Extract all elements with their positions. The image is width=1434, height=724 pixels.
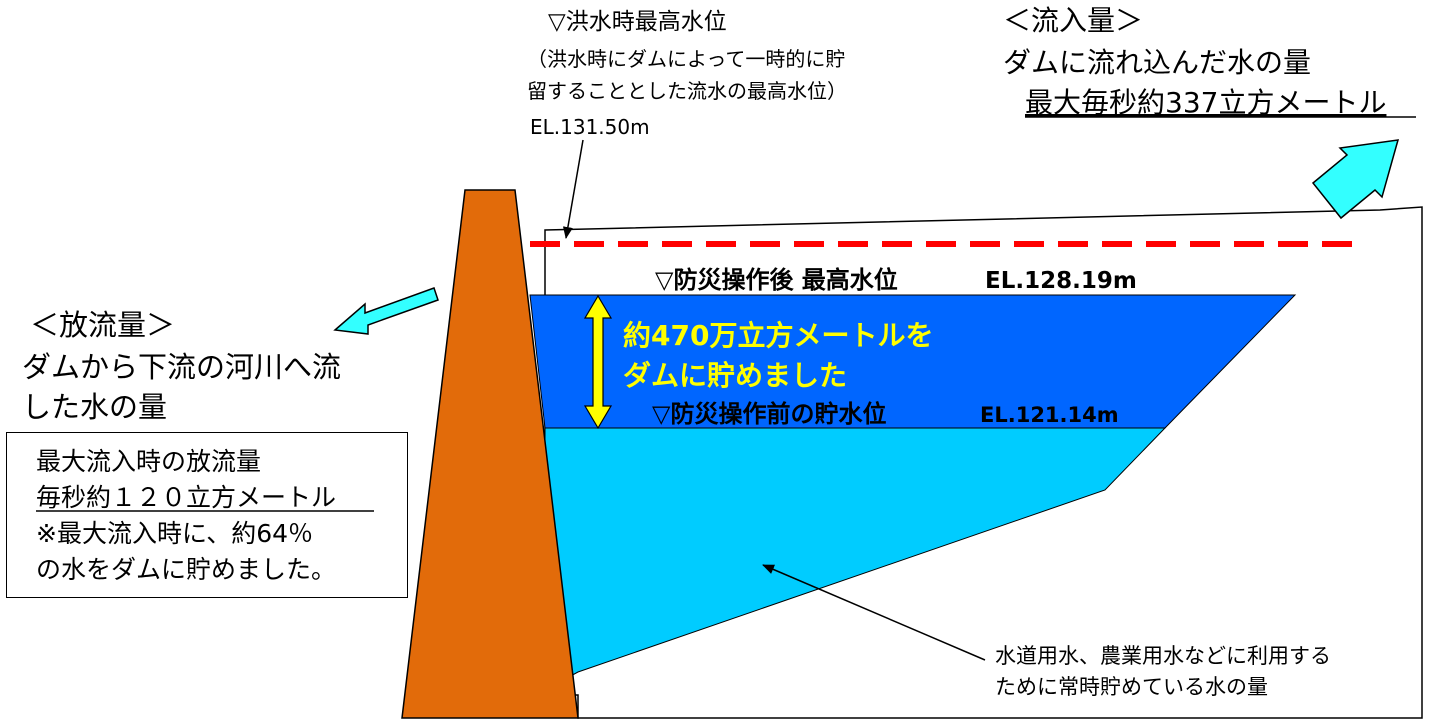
flood-max-level-elevation: EL.131.50m (530, 115, 650, 139)
flood-storage-water (529, 294, 1297, 429)
after-level-label: ▽防災操作後 最高水位 (655, 266, 898, 294)
before-level-label: ▽防災操作前の貯水位 (652, 400, 886, 428)
storage-double-arrow-icon (583, 294, 613, 430)
outflow-description-2: した水の量 (22, 390, 167, 424)
inflow-max-value: 最大毎秒約337立方メートル (1025, 86, 1386, 119)
before-level-elevation: EL.121.14m (980, 403, 1119, 427)
normal-storage-note-2: ために常時貯めている水の量 (995, 675, 1268, 699)
outflow-box-line-1: 最大流入時の放流量 (36, 447, 261, 476)
normal-storage-note-1: 水道用水、農業用水などに利用する (995, 644, 1331, 668)
outflow-box-line-4: の水をダムに貯めました。 (36, 555, 336, 584)
flood-max-level-desc-2: 留することとした流水の最高水位） (527, 79, 847, 103)
flood-max-level-desc-1: （洪水時にダムによって一時的に貯 (527, 47, 845, 71)
dam-body (401, 189, 579, 719)
inflow-title: ＜流入量＞ (1003, 4, 1143, 37)
inflow-arrow-icon (1311, 139, 1400, 220)
outflow-description-1: ダムから下流の河川へ流 (22, 350, 341, 384)
inflow-description: ダムに流れ込んだ水の量 (1003, 46, 1311, 79)
flood-max-level-pointer (562, 139, 584, 239)
flood-max-level-title: ▽洪水時最高水位 (548, 9, 727, 35)
storage-volume-line-2: ダムに貯めました (623, 359, 847, 392)
outflow-box-line-2: 毎秒約１２０立方メートル (36, 483, 336, 512)
outflow-callout-box: 最大流入時の放流量 毎秒約１２０立方メートル ※最大流入時に、約64％ の水をダ… (6, 432, 408, 598)
outflow-box-line-3: ※最大流入時に、約64％ (36, 519, 313, 548)
storage-volume-line-1: 約470万立方メートルを (623, 319, 933, 352)
after-level-elevation: EL.128.19m (985, 268, 1137, 294)
normal-storage-pointer (762, 564, 986, 661)
outflow-title: ＜放流量＞ (30, 308, 175, 342)
outflow-arrow-icon (333, 287, 439, 335)
